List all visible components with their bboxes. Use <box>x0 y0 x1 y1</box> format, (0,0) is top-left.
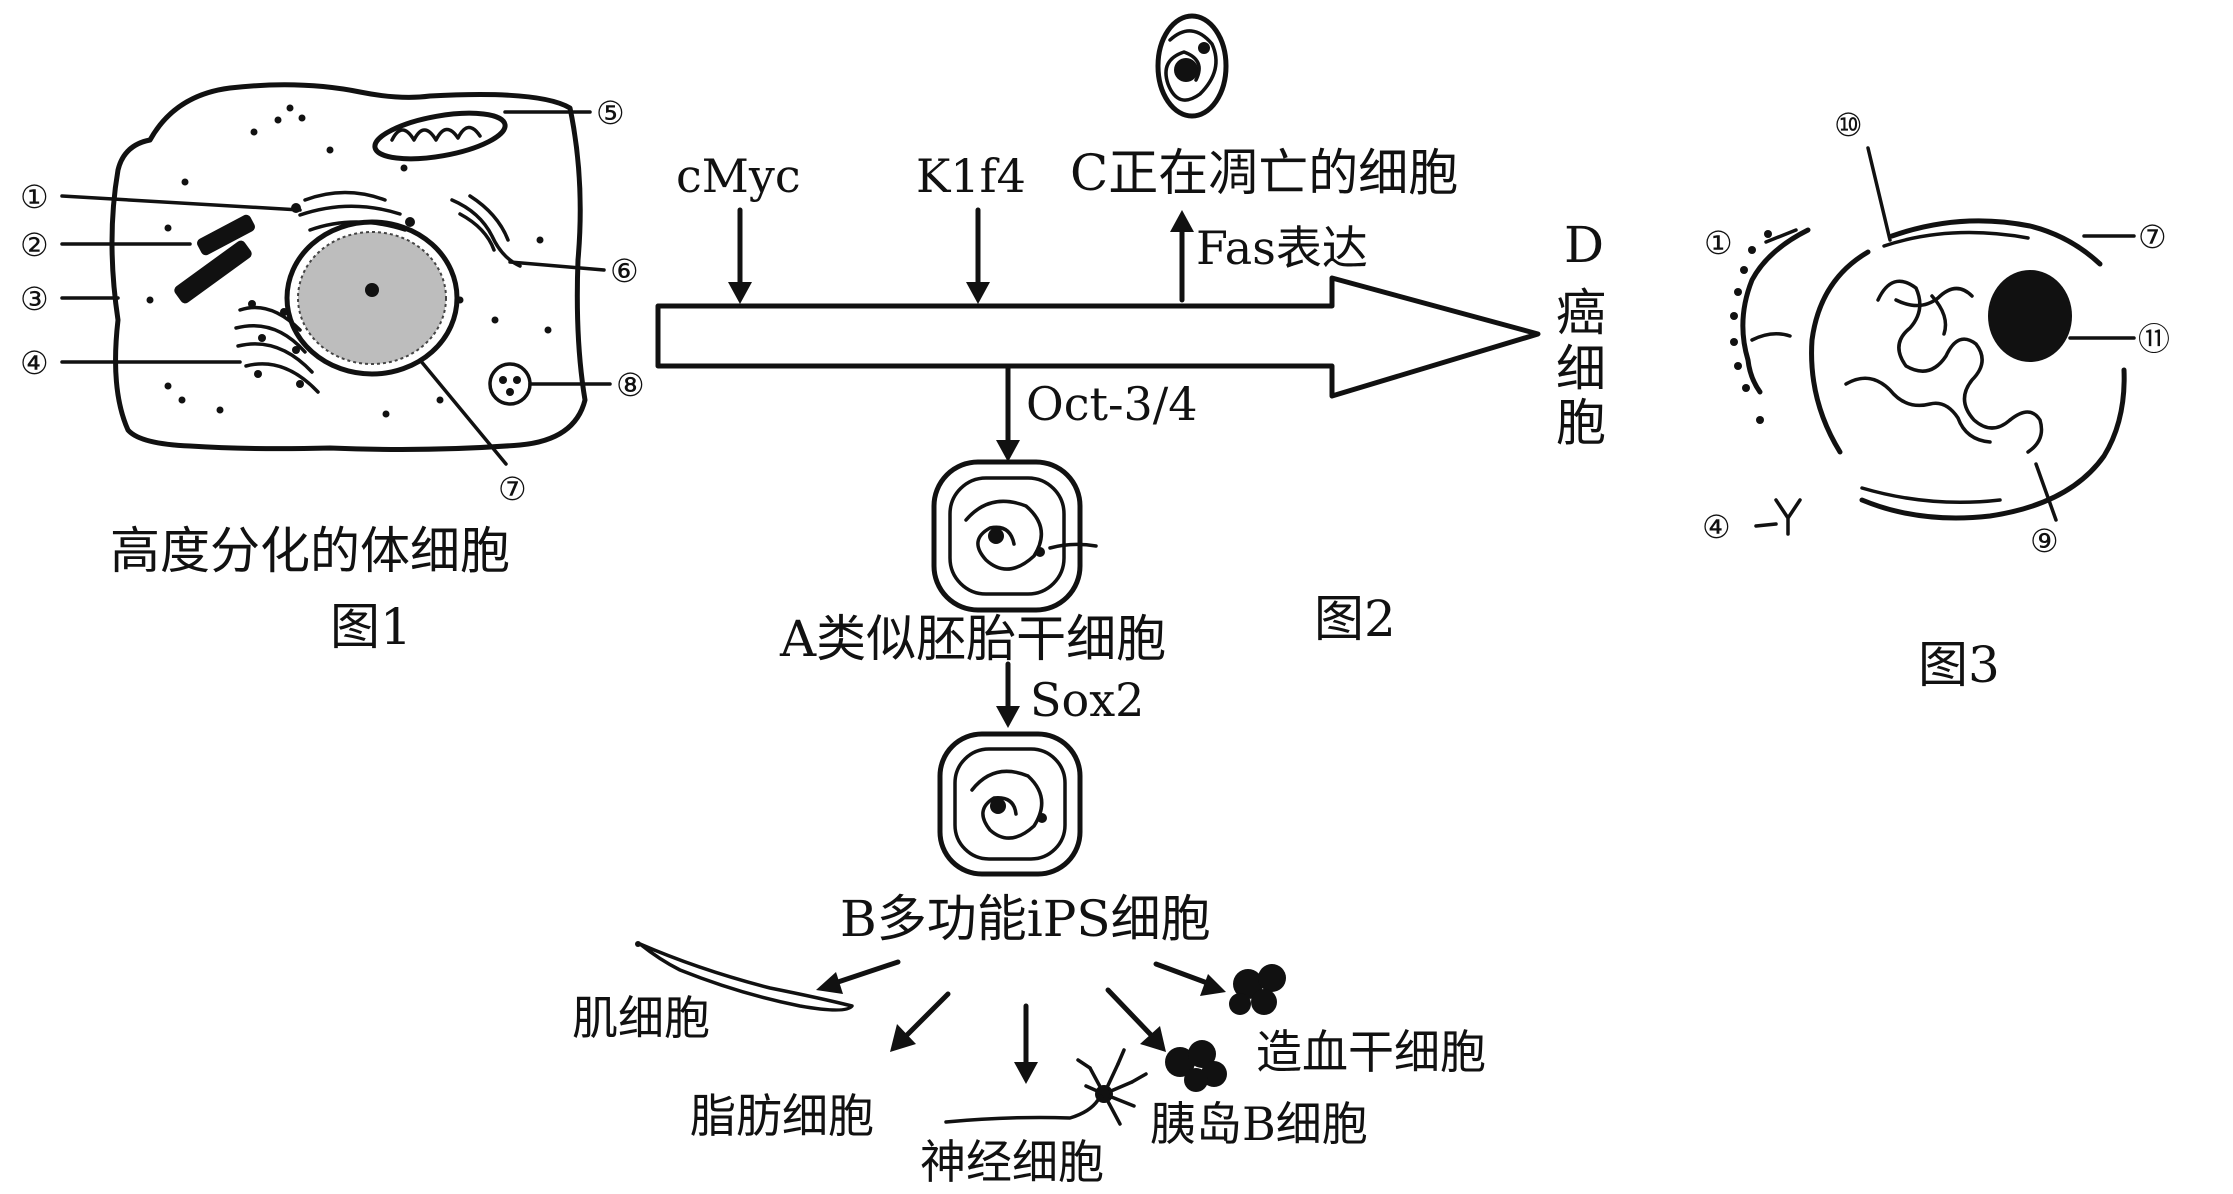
fig2-factor-cmyc: cMyc <box>676 149 801 203</box>
fig2-ips-cell-b-icon <box>937 731 1083 877</box>
fig3-marker-10: ⑩ <box>1834 106 1863 144</box>
fig1-cell-membrane <box>109 82 588 452</box>
svg-text:细: 细 <box>1556 340 1606 398</box>
fig2-factor-klf4: K1f4 <box>916 149 1026 203</box>
fig3-title: 图3 <box>1918 636 2000 694</box>
fig2-blood-stem-cell-icon <box>1229 964 1286 1015</box>
fig2-fat-label: 脂肪细胞 <box>690 1089 874 1143</box>
fig1-smooth-er <box>450 194 522 268</box>
fig2-nerve-label: 神经细胞 <box>920 1135 1104 1189</box>
fig2-stem-cell-a-icon <box>931 459 1098 613</box>
svg-text:癌: 癌 <box>1556 284 1606 342</box>
fig2-factor-sox2: Sox2 <box>1030 673 1144 727</box>
fig3-marker-4: ④ <box>1702 508 1731 546</box>
fig2-islet-cell-icon <box>1165 1040 1227 1092</box>
svg-text:胞: 胞 <box>1556 394 1606 452</box>
fig1-marker-1: ① <box>20 178 49 216</box>
fig1-ribosomes <box>146 104 552 418</box>
fig1-vesicle <box>488 362 532 406</box>
fig2-cell-c-label: C正在凋亡的细胞 <box>1070 144 1458 202</box>
figure1-cell: ① ② ③ ④ ⑤ ⑥ ⑦ ⑧ 高度分化的体细胞 图1 <box>20 82 645 656</box>
fig3-chromatin <box>1844 279 2044 454</box>
fig2-factor-oct: Oct-3/4 <box>1026 377 1198 431</box>
fig3-marker-1: ① <box>1704 224 1733 262</box>
fig1-nucleoplasm <box>297 231 447 365</box>
fig3-leader-lines <box>1754 146 2136 528</box>
fig2-cell-a-label: A类似胚胎干细胞 <box>779 610 1166 668</box>
figure2: cMyc K1f4 Fas表达 Oct-3/4 Sox2 C正在凋亡的细胞 D … <box>572 13 1606 1189</box>
fig2-factor-arrows <box>728 207 1194 728</box>
fig1-nucleolus <box>365 283 379 297</box>
fig1-centrioles <box>174 214 255 304</box>
fig3-marker-9: ⑨ <box>2030 522 2059 560</box>
figure3: ⑩ ① ⑦ ⑪ ④ ⑨ 图3 <box>1702 106 2170 694</box>
fig3-vesicle <box>1774 498 1802 536</box>
fig2-main-arrow <box>655 275 1541 399</box>
fig1-mitochondrion <box>372 110 508 162</box>
fig3-nuclear-envelope <box>1809 218 2127 521</box>
fig1-rough-er <box>234 300 320 394</box>
fig2-differentiation-arrows <box>816 959 1226 1084</box>
fig1-leader-lines <box>60 110 612 466</box>
fig2-title: 图2 <box>1314 590 1396 648</box>
fig1-title: 图1 <box>330 598 412 656</box>
fig1-marker-5: ⑤ <box>596 94 625 132</box>
fig1-marker-2: ② <box>20 226 49 264</box>
fig3-marker-11: ⑪ <box>2138 320 2170 358</box>
fig2-cell-b-label: B多功能iPS细胞 <box>840 890 1211 948</box>
fig1-marker-7: ⑦ <box>498 470 527 508</box>
fig1-marker-6: ⑥ <box>610 252 639 290</box>
fig1-marker-8: ⑧ <box>616 366 645 404</box>
fig2-nerve-cell-icon <box>944 1048 1148 1126</box>
fig2-islet-label: 胰岛B细胞 <box>1150 1097 1368 1151</box>
fig2-fas-label: Fas表达 <box>1196 221 1368 275</box>
fig1-golgi <box>291 190 415 232</box>
fig3-marker-7: ⑦ <box>2138 218 2167 256</box>
fig3-nucleolus <box>1988 270 2072 362</box>
fig1-marker-3: ③ <box>20 280 49 318</box>
fig2-muscle-cell-icon <box>635 941 854 1012</box>
svg-text:D: D <box>1564 216 1604 274</box>
fig3-rough-er <box>1730 227 1811 424</box>
fig2-blood-label: 造血干细胞 <box>1256 1025 1486 1079</box>
fig1-caption: 高度分化的体细胞 <box>110 522 510 580</box>
fig2-cell-d-label: D 癌 细 胞 <box>1556 216 1606 452</box>
fig1-marker-4: ④ <box>20 344 49 382</box>
fig2-apoptotic-cell-icon <box>1155 13 1229 119</box>
fig2-muscle-label: 肌细胞 <box>572 991 710 1045</box>
